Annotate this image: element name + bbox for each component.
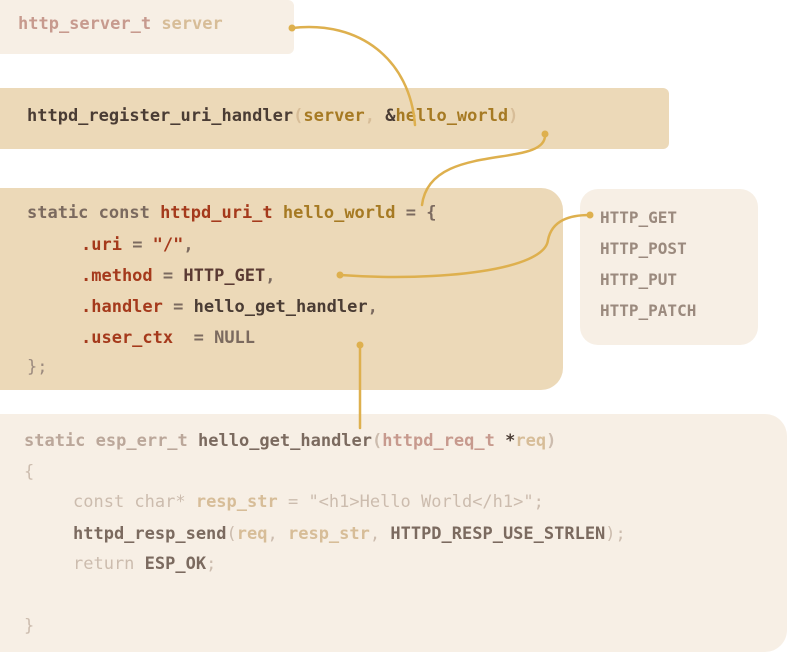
handler-func-name: hello_get_handler [198, 431, 373, 451]
uri-key: .uri [81, 235, 122, 255]
method-option: HTTP_POST [600, 239, 687, 258]
handler-eq: = [162, 297, 194, 317]
struct-assign: = { [395, 203, 437, 223]
send-sep1: , [267, 524, 288, 544]
struct-type: httpd_uri_t [160, 203, 273, 223]
resp-str-var: resp_str [195, 492, 278, 512]
server-var: server [161, 14, 223, 34]
param-name: req [515, 431, 547, 451]
sig-close: ) [546, 431, 557, 451]
handler-function-box [0, 414, 787, 652]
handler-key: .handler [81, 297, 163, 317]
resp-send-line: httpd_resp_send(req, resp_str, HTTPD_RES… [73, 523, 626, 545]
method-option: HTTP_GET [600, 208, 678, 227]
paren-open: ( [293, 106, 304, 126]
register-func-name: httpd_register_uri_handler [27, 106, 294, 126]
send-close: ) [605, 524, 616, 544]
arg-sep: , [364, 106, 386, 126]
resp-str-line: const char* resp_str = "<h1>Hello World<… [73, 491, 544, 513]
return-value: ESP_OK [144, 554, 207, 574]
method-comma: , [265, 266, 276, 286]
resp-eq: = [277, 492, 309, 512]
send-arg-resp: resp_str [287, 524, 370, 544]
uri-field-line: .uri = "/", [81, 234, 194, 256]
handler-static: static [24, 431, 96, 451]
send-open: ( [226, 524, 237, 544]
brace-open-line: { [24, 461, 34, 483]
brace-open: { [24, 462, 35, 482]
brace-close-line: } [24, 615, 34, 637]
register-arg-hello-world: hello_world [395, 106, 509, 126]
register-call: httpd_register_uri_handler(server, &hell… [27, 105, 518, 127]
method-option: HTTP_PATCH [600, 301, 697, 320]
method-field-line: .method = HTTP_GET, [81, 265, 276, 287]
uri-comma: , [183, 235, 194, 255]
struct-name: hello_world [282, 203, 396, 223]
uri-eq: = [121, 235, 153, 255]
server-decl-box [0, 0, 294, 54]
param-star: * [494, 431, 516, 451]
ctx-key: .user_ctx [81, 328, 174, 348]
server-declaration: http_server_t server [18, 13, 223, 35]
method-option: HTTP_PUT [600, 270, 678, 289]
resp-semi: ; [533, 492, 544, 512]
handler-signature: static esp_err_t hello_get_handler(httpd… [24, 430, 556, 452]
send-arg-strlen: HTTPD_RESP_USE_STRLEN [390, 524, 606, 544]
handler-return-type: esp_err_t [95, 431, 199, 451]
amp: & [385, 106, 396, 126]
ctx-eq: = [173, 328, 215, 348]
sig-open: ( [372, 431, 383, 451]
brace-close: } [24, 616, 35, 636]
method-value: HTTP_GET [183, 266, 266, 286]
ctx-value: NULL [214, 328, 256, 348]
const-char: const char* [73, 492, 196, 512]
handler-value: hello_get_handler [193, 297, 368, 317]
ctx-field-line: .user_ctx = NULL [81, 327, 255, 349]
send-semi: ; [615, 524, 626, 544]
method-key: .method [81, 266, 153, 286]
handler-field-line: .handler = hello_get_handler, [81, 296, 378, 318]
paren-close: ) [508, 106, 519, 126]
method-options-box [580, 189, 758, 345]
register-arg-server: server [303, 106, 365, 126]
method-eq: = [152, 266, 184, 286]
struct-keywords: static const [27, 203, 161, 223]
struct-close: }; [27, 357, 48, 377]
server-type: http_server_t [18, 14, 152, 34]
return-semi: ; [206, 554, 217, 574]
struct-decl-line: static const httpd_uri_t hello_world = { [27, 202, 436, 224]
resp-send-fn: httpd_resp_send [73, 524, 227, 544]
struct-end: }; [27, 356, 47, 378]
return-kw: return [73, 554, 145, 574]
uri-value: "/" [152, 235, 184, 255]
handler-comma: , [367, 297, 378, 317]
param-type: httpd_req_t [382, 431, 495, 451]
send-sep2: , [369, 524, 391, 544]
resp-string: "<h1>Hello World</h1>" [308, 492, 534, 512]
send-arg-req: req [236, 524, 268, 544]
return-line: return ESP_OK; [73, 553, 216, 575]
